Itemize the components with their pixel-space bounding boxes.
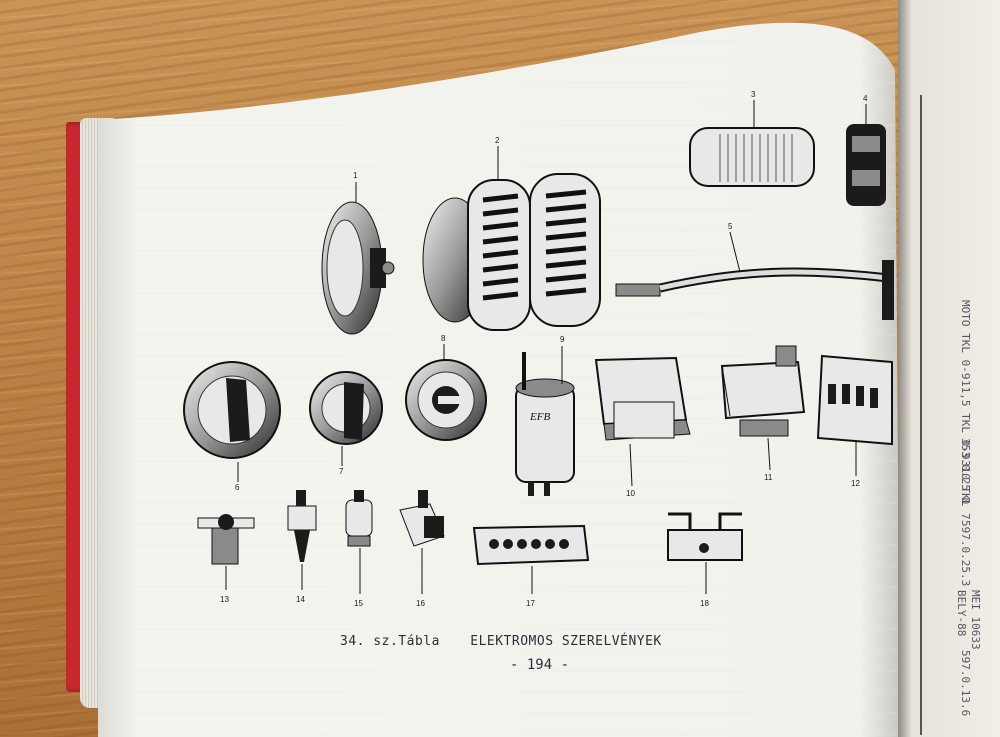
part-number-labels: 1 2 3 4 5 6 7 8 9 10 11 12 13 14 15 16 1… [220, 90, 868, 608]
part-number-2: 2 [495, 136, 500, 145]
right-page-rule [920, 95, 922, 735]
part-number-1: 1 [353, 171, 358, 180]
right-page-text-4: MEI 10633 [969, 590, 982, 650]
part-number-13: 13 [220, 595, 229, 604]
part-17-terminal-block [472, 524, 590, 594]
part-11-relay [720, 345, 806, 471]
right-page-text-7: 11,5 TKL 0-9 [959, 380, 972, 460]
part-number-8: 8 [441, 334, 446, 343]
part-13-push-switch [197, 514, 255, 590]
right-page-text-8: MOTO TKL 0-9 [959, 300, 972, 380]
part-number-11: 11 [764, 473, 773, 482]
part-7-knob [309, 371, 383, 466]
part-1-horn [321, 182, 395, 335]
part-16-switch [399, 490, 445, 594]
part-number-14: 14 [296, 595, 305, 604]
part-12-fuse-box [816, 354, 893, 476]
part-10-regulator [594, 356, 691, 487]
part-number-16: 16 [416, 599, 425, 608]
part-4-connector [846, 104, 886, 206]
right-page [898, 0, 1000, 737]
part-14-sender [287, 490, 317, 590]
caption-title: ELEKTROMOS SZERELVÉNYEK [470, 634, 662, 649]
part-18-flasher [667, 512, 743, 594]
part-number-10: 10 [626, 489, 635, 498]
part-8-ignition-switch [405, 344, 487, 441]
part-number-17: 17 [526, 599, 535, 608]
right-page-text-3: BELY-88 [955, 590, 968, 637]
part-5-cable [615, 231, 894, 320]
part-3-lamp-lens [689, 100, 815, 187]
part-9-relay: EFB [515, 346, 575, 496]
part-number-6: 6 [235, 483, 240, 492]
part-number-5: 5 [728, 222, 733, 231]
right-page-text-1: 597.0.25.3 [959, 520, 972, 587]
part-6-switch-knob [183, 361, 281, 482]
page-caption: 34. sz.Tábla ELEKTROMOS SZERELVÉNYEK [340, 634, 684, 649]
table-label: 34. sz.Tábla [340, 634, 440, 649]
relay-marking: EFB [529, 411, 550, 423]
part-number-12: 12 [851, 479, 860, 488]
part-number-7: 7 [339, 467, 344, 476]
part-2-fan-unit [422, 146, 601, 331]
part-number-4: 4 [863, 94, 868, 103]
part-number-3: 3 [751, 90, 756, 99]
right-page-text-5: 597.0.13.6 [959, 650, 972, 717]
part-number-9: 9 [560, 335, 565, 344]
part-number-18: 18 [700, 599, 709, 608]
part-number-15: 15 [354, 599, 363, 608]
part-15-bulb-holder [345, 490, 373, 594]
page-number: - 194 - [510, 657, 570, 673]
right-page-text-6: 310 TKL 7 [959, 460, 972, 520]
